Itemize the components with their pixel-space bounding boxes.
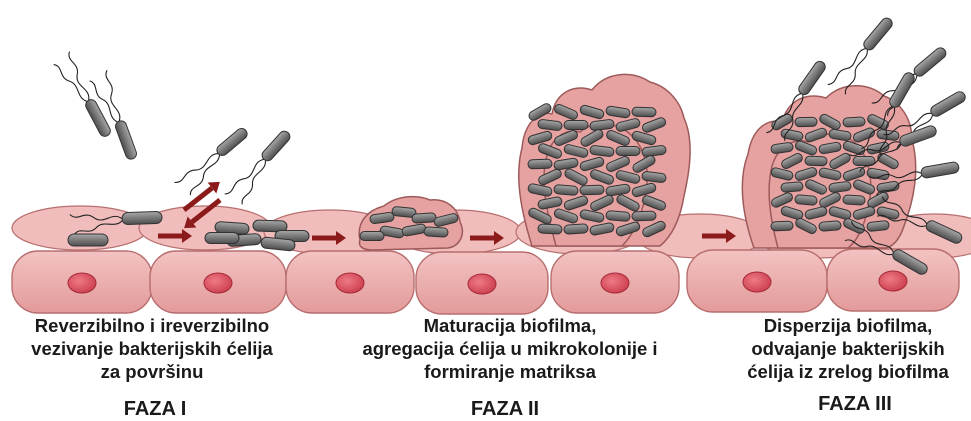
bacterium: [616, 147, 640, 156]
bacterium: [564, 224, 589, 235]
bacterium: [771, 221, 793, 231]
bacterium: [52, 52, 113, 143]
bacterium: [795, 117, 817, 126]
bacterium: [819, 221, 842, 232]
cell-nucleus: [68, 273, 96, 293]
stage-2-line-1: Maturacija biofilma,: [330, 314, 690, 337]
bacterium: [538, 224, 562, 234]
stage-3-description: Disperzija biofilma, odvajanje bakterijs…: [725, 314, 971, 383]
bacterium: [853, 157, 875, 166]
stage-2-line-2: agregacija ćelija u mikrokolonije i: [330, 337, 690, 360]
bacterium: [68, 234, 108, 246]
stage-3-line-2: odvajanje bakterijskih: [725, 337, 971, 360]
cell-nucleus: [879, 271, 907, 291]
stage-1-line-1: Reverzibilno i ireverzibilno: [2, 314, 302, 337]
bacterium: [554, 184, 579, 195]
stage-3-line-1: Disperzija biofilma,: [725, 314, 971, 337]
stage-3-line-3: ćelija iz zrelog biofilma: [725, 360, 971, 383]
epithelium-front-row: [12, 249, 959, 314]
phase-3-label: FAZA III: [800, 393, 910, 416]
bacterium: [805, 156, 827, 166]
bacterium: [412, 213, 437, 224]
stage-2-line-3: formiranje matriksa: [330, 360, 690, 383]
cell-nucleus: [468, 274, 496, 294]
cell-nucleus: [743, 272, 771, 292]
bacterium: [360, 232, 384, 241]
bacterium: [205, 233, 239, 244]
bacterium: [424, 227, 449, 238]
bacterium: [632, 211, 656, 221]
cell-nucleus: [601, 273, 629, 293]
bacterium: [867, 220, 890, 231]
phase-1-label: FAZA I: [100, 398, 210, 421]
bacterium: [843, 195, 865, 205]
bacterium: [564, 121, 588, 130]
bacterium: [580, 185, 604, 195]
stage-1-line-2: vezivanje bakterijskih ćelija: [2, 337, 302, 360]
stage-2-description: Maturacija biofilma, agregacija ćelija u…: [330, 314, 690, 383]
bacterium: [795, 195, 818, 206]
bacterium: [781, 182, 804, 193]
bacterium: [828, 16, 901, 98]
bacterium: [528, 159, 552, 169]
cell-nucleus: [204, 273, 232, 293]
stage-1-line-3: za površinu: [2, 360, 302, 383]
phase-2-label: FAZA II: [450, 398, 560, 421]
stage-1-description: Reverzibilno i ireverzibilno vezivanje b…: [2, 314, 302, 383]
cell-nucleus: [336, 273, 364, 293]
bacterium: [843, 117, 865, 127]
bacterium: [632, 107, 656, 117]
bacterium: [606, 210, 631, 221]
